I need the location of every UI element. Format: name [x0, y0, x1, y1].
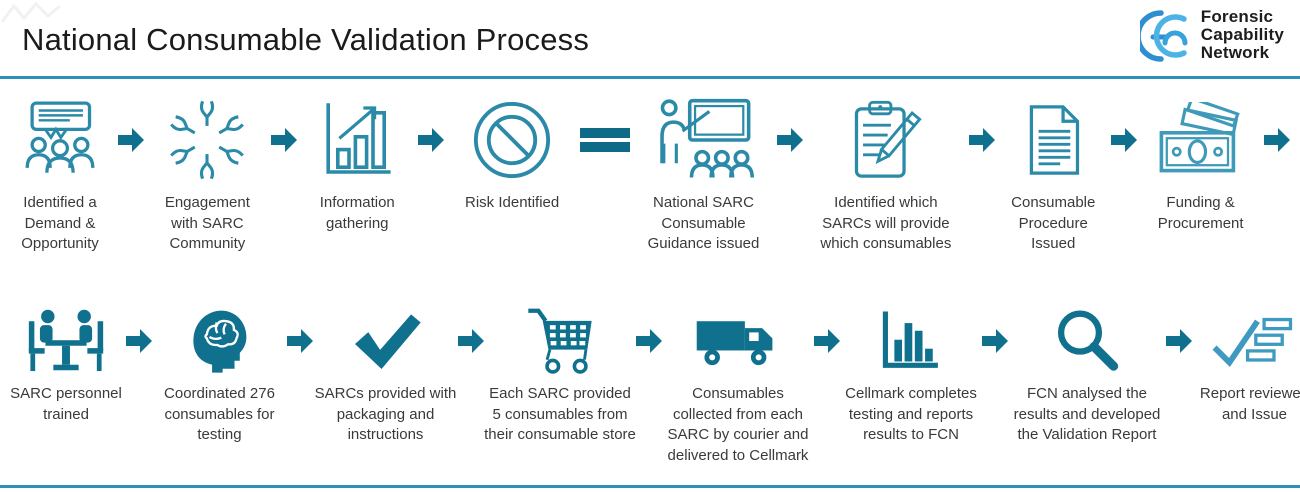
step-label: Consumables collected from each SARC by … — [667, 385, 809, 465]
fcn-logo-mark-icon — [1139, 7, 1194, 63]
meeting-table-icon — [26, 305, 106, 377]
shopping-cart-icon — [524, 305, 596, 377]
bottom-divider-line — [0, 485, 1300, 488]
teamwork-hands-icon — [163, 94, 251, 186]
step-label: Identified which SARCs will provide whic… — [820, 194, 952, 253]
forensic-capability-network-logo: Forensic Capability Network — [1139, 6, 1284, 63]
step-personnel-trained: SARC personnel trained — [6, 305, 126, 425]
step-label: Each SARC provided 5 consumables from th… — [484, 385, 636, 444]
clipboard-pencil-icon — [845, 94, 927, 186]
process-row-2: SARC personnel trained Coordinated 276 c… — [0, 305, 1300, 467]
checklist-icon — [1208, 305, 1300, 377]
step-information-gathering: Information gathering — [305, 94, 410, 234]
step-report-reviewed: Report reviewed and Issue — [1192, 305, 1300, 425]
arrow-icon — [118, 94, 145, 186]
magnifier-icon — [1052, 305, 1122, 377]
document-icon — [1017, 94, 1089, 186]
arrow-icon — [1263, 94, 1290, 186]
fcn-logo-line3: Network — [1200, 43, 1270, 62]
arrow-icon — [1166, 305, 1192, 377]
step-courier-cellmark: Consumables collected from each SARC by … — [662, 305, 814, 467]
step-packaging-instructions: SARCs provided with packaging and instru… — [313, 305, 458, 446]
step-label: Consumable Procedure Issued — [1011, 194, 1096, 253]
arrow-icon — [126, 305, 152, 377]
step-guidance-issued: National SARC Consumable Guidance issued — [639, 94, 769, 255]
step-label: Risk Identified — [465, 194, 560, 211]
fcn-logo-text: Forensic Capability Network — [1200, 6, 1284, 62]
money-icon — [1156, 94, 1246, 186]
step-identified-sarcs: Identified which SARCs will provide whic… — [811, 94, 961, 255]
page-title: National Consumable Validation Process — [22, 22, 590, 57]
arrow-icon — [814, 305, 840, 377]
arrow-icon — [417, 94, 444, 186]
step-label: Cellmark completes testing and reports r… — [845, 385, 977, 444]
fcn-logo-line2: Capability — [1200, 24, 1284, 44]
arrow-icon — [287, 305, 313, 377]
delivery-truck-icon — [695, 305, 781, 377]
bar-chart-icon — [879, 305, 943, 377]
step-label: SARCs provided with packaging and instru… — [314, 385, 457, 444]
step-label: Identified a Demand & Opportunity — [21, 194, 99, 253]
step-procedure-issued: Consumable Procedure Issued — [1003, 94, 1103, 255]
step-label: Information gathering — [319, 194, 395, 232]
step-cellmark-testing: Cellmark completes testing and reports r… — [840, 305, 982, 446]
discussion-icon — [19, 94, 101, 186]
arrow-icon — [1111, 94, 1138, 186]
corner-scribble — [0, 1, 61, 23]
arrow-icon — [636, 305, 662, 377]
step-label: SARC personnel trained — [10, 385, 122, 423]
step-engagement-sarc: Engagement with SARC Community — [152, 94, 262, 255]
head-brain-icon — [187, 305, 253, 377]
no-entry-icon — [469, 94, 555, 186]
step-funding-procurement: Funding & Procurement — [1146, 94, 1256, 234]
step-label: National SARC Consumable Guidance issued — [647, 194, 760, 253]
arrow-icon — [969, 94, 996, 186]
header: National Consumable Validation Process F… — [0, 0, 1300, 79]
step-identified-demand: Identified a Demand & Opportunity — [10, 94, 110, 255]
step-coordinated-276: Coordinated 276 consumables for testing — [152, 305, 287, 446]
step-fcn-analysed: FCN analysed the results and developed t… — [1008, 305, 1166, 446]
arrow-icon — [458, 305, 484, 377]
step-sarc-provided-5: Each SARC provided 5 consumables from th… — [484, 305, 636, 446]
process-row-1: Identified a Demand & Opportunity Engage… — [0, 94, 1300, 255]
step-label: Coordinated 276 consumables for testing — [164, 385, 275, 444]
arrow-icon — [982, 305, 1008, 377]
checkmark-icon — [348, 305, 424, 377]
arrow-icon — [270, 94, 297, 186]
fcn-logo-line1: Forensic — [1200, 6, 1274, 26]
training-presentation-icon — [654, 94, 754, 186]
step-risk-identified: Risk Identified — [452, 94, 572, 214]
step-label: Engagement with SARC Community — [164, 194, 250, 253]
step-label: FCN analysed the results and developed t… — [1013, 385, 1161, 444]
step-label: Funding & Procurement — [1157, 194, 1244, 232]
equals-icon — [580, 94, 631, 186]
arrow-icon — [776, 94, 803, 186]
growth-chart-icon — [317, 94, 397, 186]
step-label: Report reviewed and Issue — [1199, 385, 1300, 423]
